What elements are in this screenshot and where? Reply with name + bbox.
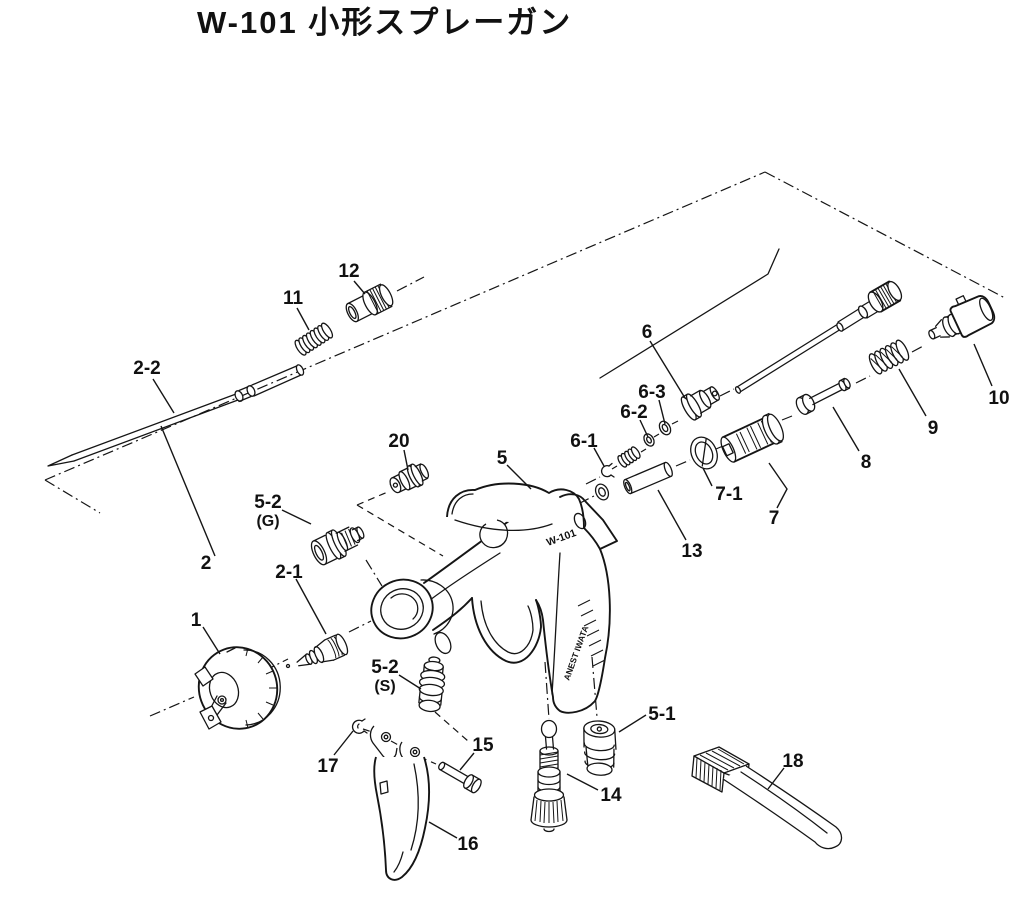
leader-line-17 xyxy=(333,730,354,756)
leader-line-12 xyxy=(353,280,366,295)
axis-dot xyxy=(285,663,291,669)
packing-tube-13 xyxy=(623,461,673,495)
part-label-16: 16 xyxy=(457,834,478,855)
o-ring-7-1 xyxy=(690,436,718,470)
part-label-10: 10 xyxy=(988,388,1009,409)
air-adjuster-10 xyxy=(928,295,996,340)
leader-line-11 xyxy=(296,307,310,331)
part-label-20: 20 xyxy=(388,431,409,452)
needle-spring xyxy=(294,322,334,356)
valve-spring-9 xyxy=(868,339,910,375)
leader-line-6-3 xyxy=(658,399,666,425)
air-valve-set-14 xyxy=(530,719,568,833)
part-label-12: 12 xyxy=(338,261,359,282)
leader-line-6-1 xyxy=(593,447,605,467)
leader-line-1 xyxy=(202,626,221,655)
construction-lines xyxy=(44,171,1006,765)
packing-set-7 xyxy=(720,412,785,463)
part-label-2-1: 2-1 xyxy=(275,562,303,583)
trigger xyxy=(369,725,430,881)
part-label-6: 6 xyxy=(642,322,653,343)
leader-line-5-1 xyxy=(618,714,647,733)
part-label-5-2G: 5-2 xyxy=(254,492,281,513)
washer-6-2 xyxy=(643,433,655,447)
cup-plug-5-2s xyxy=(418,656,446,713)
part-label-5: 5 xyxy=(497,448,508,469)
leader-line-14 xyxy=(566,773,599,791)
part-label-5-1: 5-1 xyxy=(648,704,676,725)
leader-line-6-2 xyxy=(639,419,649,438)
leader-line-5 xyxy=(506,464,532,490)
gun-body: W-101 ANEST IWATA xyxy=(370,482,618,714)
part-label-5-2G-sub: (G) xyxy=(256,513,279,530)
part-label-5-2S-sub: (S) xyxy=(374,678,395,695)
body-model-marking: W-101 xyxy=(545,527,578,549)
leader-line-2 xyxy=(160,425,216,557)
body-brand-marking: ANEST IWATA xyxy=(561,624,590,681)
air-adjust-rod xyxy=(734,299,878,394)
part-label-7: 7 xyxy=(769,508,780,529)
washer-13 xyxy=(594,483,610,501)
joint-20 xyxy=(389,463,430,494)
leader-line-9 xyxy=(898,368,927,417)
leader-line-18 xyxy=(767,767,785,790)
part-label-8: 8 xyxy=(861,452,872,473)
part-label-6-1: 6-1 xyxy=(570,431,598,452)
air-valve-seat-6 xyxy=(680,386,720,421)
valve-spring-6-1 xyxy=(617,446,641,468)
part-label-6-2: 6-2 xyxy=(620,402,647,423)
leader-line-7 xyxy=(768,462,788,509)
washer-6-3 xyxy=(658,420,672,436)
leader-line-7-1 xyxy=(702,467,713,487)
part-label-18: 18 xyxy=(782,751,803,772)
e-ring-17 xyxy=(351,718,368,734)
fluid-nozzle xyxy=(296,633,349,667)
leader-line-5-2S xyxy=(398,674,422,690)
part-label-5-2S: 5-2 xyxy=(371,657,398,678)
nipple-5-2g xyxy=(310,526,365,566)
leader-line-5-2G xyxy=(281,509,312,525)
page-title: W-101 小形スプレーガン xyxy=(197,5,572,40)
fluid-needle xyxy=(47,364,305,467)
leader-line-20 xyxy=(403,449,409,471)
leader-line-16 xyxy=(428,821,458,839)
part-label-14: 14 xyxy=(600,785,622,806)
part-label-15: 15 xyxy=(472,735,494,756)
air-cap xyxy=(194,646,281,730)
part-label-17: 17 xyxy=(317,756,338,777)
leader-line-6 xyxy=(649,340,686,399)
part-label-1: 1 xyxy=(191,610,202,631)
leader-line-8 xyxy=(832,406,860,452)
leader-line-15 xyxy=(459,752,475,771)
trigger-screw-15 xyxy=(438,761,482,794)
part-label-2-2: 2-2 xyxy=(133,358,160,379)
leader-line-10 xyxy=(973,343,993,387)
part-label-11: 11 xyxy=(283,288,304,309)
part-label-13: 13 xyxy=(681,541,702,562)
cleaning-brush xyxy=(691,746,843,850)
needle-adjust-knob xyxy=(345,283,394,323)
part-label-7-1: 7-1 xyxy=(715,484,743,505)
air-adjust-knob xyxy=(867,280,903,313)
plug-5-1 xyxy=(583,720,617,776)
leader-line-2-1 xyxy=(295,578,327,635)
leader-line-2-2 xyxy=(152,378,175,414)
circlip-6-1 xyxy=(600,462,615,478)
valve-rod-8 xyxy=(795,377,851,415)
part-label-6-3: 6-3 xyxy=(638,382,665,403)
part-label-2: 2 xyxy=(201,553,212,574)
part-label-9: 9 xyxy=(928,418,939,439)
leader-line-13 xyxy=(657,489,687,541)
